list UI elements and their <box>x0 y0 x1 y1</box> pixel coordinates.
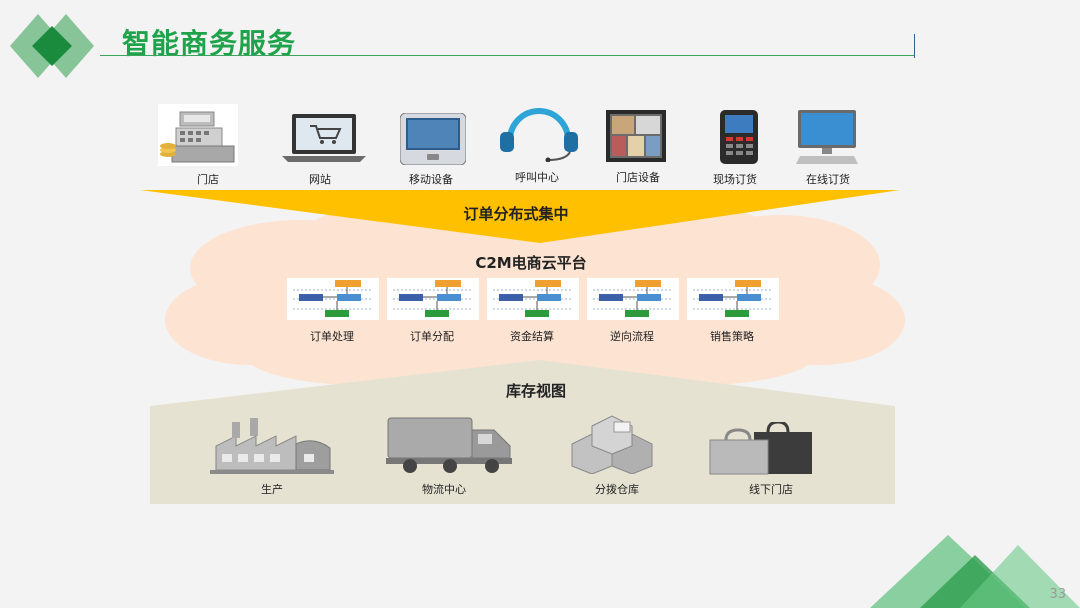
module-label: 订单处理 <box>310 330 354 343</box>
headset-icon <box>500 108 578 162</box>
module-label: 逆向流程 <box>610 330 654 343</box>
page-number: 33 <box>1049 587 1066 602</box>
store-display-icon <box>606 110 666 162</box>
module-flow-icon <box>487 278 579 320</box>
boxes-icon <box>571 415 653 474</box>
module-flow-icon <box>387 278 479 320</box>
truck-icon <box>386 417 512 473</box>
channel-label-store-device: 门店设备 <box>616 171 660 184</box>
corner-triangle-decoration <box>870 535 1080 608</box>
module-flow-icon <box>587 278 679 320</box>
page-title: 智能商务服务 <box>122 27 297 60</box>
module-flow-icon <box>687 278 779 320</box>
tablet-icon <box>400 113 466 165</box>
module-label: 销售策略 <box>710 330 754 343</box>
channel-label-website: 网站 <box>309 173 331 186</box>
title-rule-end <box>914 34 915 58</box>
desktop-computer-icon <box>796 110 858 164</box>
shopping-bags-icon <box>709 422 812 475</box>
module-flow-icon <box>287 278 379 320</box>
inventory-label-production: 生产 <box>261 483 283 496</box>
funnel-label: 订单分布式集中 <box>463 205 569 223</box>
handheld-scanner-icon <box>720 110 758 164</box>
channel-label-mobile: 移动设备 <box>409 173 453 186</box>
inventory-label-warehouse: 分拨仓库 <box>595 483 639 496</box>
channel-label-callcenter: 呼叫中心 <box>515 171 559 184</box>
channel-label-store: 门店 <box>197 173 219 186</box>
inventory-label-logistics: 物流中心 <box>422 483 466 496</box>
laptop-cart-icon <box>282 114 366 162</box>
module-label: 订单分配 <box>410 330 454 343</box>
inventory-title: 库存视图 <box>505 382 567 400</box>
funnel-shape <box>140 190 900 243</box>
channel-label-online-order: 在线订货 <box>806 173 850 186</box>
title-underline <box>100 55 915 56</box>
corner-diamond-decoration <box>10 14 94 78</box>
cloud-shape <box>165 200 905 385</box>
module-label: 资金结算 <box>510 330 554 343</box>
platform-title: C2M电商云平台 <box>475 254 587 272</box>
factory-icon <box>210 418 334 474</box>
cash-register-icon <box>158 104 238 166</box>
channel-label-onsite-order: 现场订货 <box>713 173 757 186</box>
base-roof <box>150 360 895 406</box>
inventory-label-offline-store: 线下门店 <box>749 483 793 496</box>
